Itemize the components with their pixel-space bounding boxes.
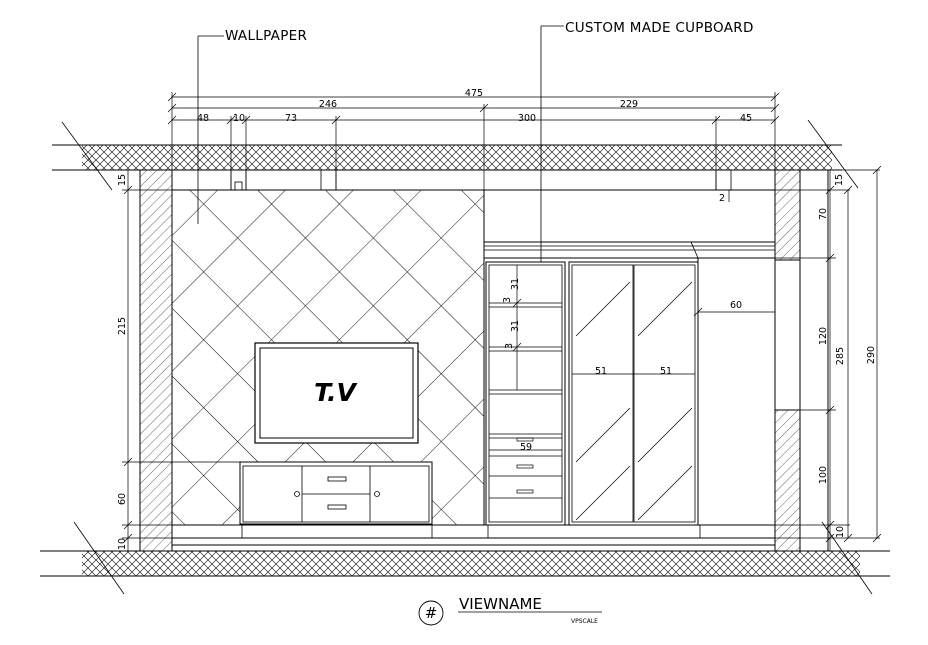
tv-screen: T.V xyxy=(254,342,419,444)
dim-side-60: 60 xyxy=(730,300,742,311)
dim-300: 300 xyxy=(518,113,536,124)
shelf-column xyxy=(485,261,566,526)
dim-shelf-3-mid: 3 xyxy=(504,343,515,349)
dim-door-51-left: 51 xyxy=(595,366,607,377)
left-wall xyxy=(139,169,173,552)
dim-475: 475 xyxy=(465,88,483,99)
dim-285: 285 xyxy=(835,347,846,365)
dim-shelf-3-top: 3 xyxy=(502,297,513,303)
dim-left-60: 60 xyxy=(117,493,128,505)
wallpaper-label: WALLPAPER xyxy=(225,28,307,44)
view-name: VIEWNAME xyxy=(459,595,542,613)
dim-246: 246 xyxy=(319,99,337,110)
cupboard-label: CUSTOM MADE CUPBOARD xyxy=(565,20,754,36)
side-panel xyxy=(697,258,776,525)
interior-dimensions xyxy=(489,190,775,451)
dim-left-10: 10 xyxy=(117,538,128,550)
glass-doors xyxy=(568,261,699,526)
dim-small-2: 2 xyxy=(719,193,725,204)
dim-right-70: 70 xyxy=(818,208,829,220)
wallpaper-leader xyxy=(197,35,224,224)
tv-label: T.V xyxy=(314,378,357,407)
false-ceiling xyxy=(172,169,775,191)
left-dimensions xyxy=(122,169,240,551)
custom-cupboard xyxy=(483,190,776,526)
dim-shelf-31-mid: 31 xyxy=(510,320,521,332)
dim-right-15: 15 xyxy=(834,174,845,186)
view-symbol: # xyxy=(425,604,438,622)
view-title-block: # VIEWNAME VPSCALE xyxy=(418,595,602,626)
dim-left-15: 15 xyxy=(117,174,128,186)
dim-290: 290 xyxy=(866,346,877,364)
right-wall xyxy=(774,169,829,552)
dim-229: 229 xyxy=(620,99,638,110)
dim-59: 59 xyxy=(520,442,532,453)
dim-door-51-right: 51 xyxy=(660,366,672,377)
floor-slab xyxy=(40,521,890,595)
dim-right-10: 10 xyxy=(835,526,846,538)
dim-right-100: 100 xyxy=(818,466,829,484)
view-scale: VPSCALE xyxy=(571,618,598,625)
dim-right-120: 120 xyxy=(818,327,829,345)
right-dimensions xyxy=(775,165,882,551)
dim-10: 10 xyxy=(233,113,245,124)
top-dimensions xyxy=(167,92,780,190)
dim-left-215: 215 xyxy=(117,317,128,335)
skirting xyxy=(171,524,776,546)
ceiling-slab xyxy=(52,119,859,191)
dim-48: 48 xyxy=(197,113,209,124)
dim-45: 45 xyxy=(740,113,752,124)
dim-73: 73 xyxy=(285,113,297,124)
tv-unit xyxy=(239,461,433,538)
dim-shelf-31-top: 31 xyxy=(510,278,521,290)
cupboard-leader xyxy=(540,25,564,262)
